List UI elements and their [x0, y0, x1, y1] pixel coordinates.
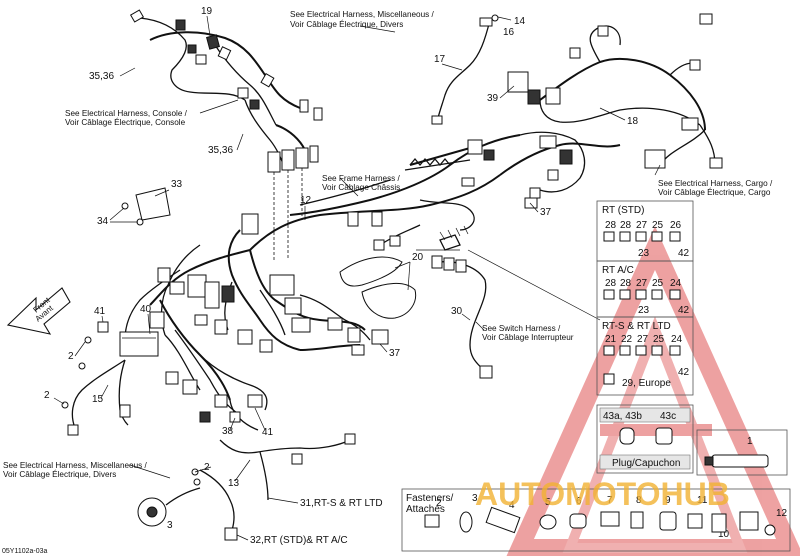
- svg-text:21: 21: [605, 334, 617, 345]
- fasteners-panel: Fasteners/ Attaches 2 3 4 5 6 7 8 9 10 1…: [401, 488, 791, 552]
- svg-text:24: 24: [671, 334, 683, 345]
- panel-rt-std-title: RT (STD): [602, 205, 644, 216]
- ref-switch-2: Voir Câblage Interrupteur: [482, 333, 574, 342]
- reference-notes: See Electrical Harness, Miscellaneous / …: [3, 10, 773, 479]
- svg-text:26: 26: [670, 220, 682, 231]
- label-32: 32,RT (STD)& RT A/C: [250, 535, 348, 546]
- label-35-36-mid: 35,36: [208, 145, 233, 156]
- label-30: 30: [451, 306, 463, 317]
- fastener-12: 12: [776, 508, 788, 519]
- label-14: 14: [514, 16, 526, 27]
- svg-text:25: 25: [652, 278, 664, 289]
- connector-bank: [409, 157, 451, 167]
- svg-text:27: 27: [637, 334, 649, 345]
- panel-rt-std-top-numbers: 28 28 27 25 26: [605, 220, 682, 231]
- panel-rt-ac-42: 42: [678, 305, 690, 316]
- label-19: 19: [201, 6, 213, 17]
- svg-text:27: 27: [636, 278, 648, 289]
- label-20: 20: [412, 252, 424, 263]
- ref-misc-top-2: Voir Câblage Électrique, Divers: [290, 19, 403, 29]
- ref-misc-top-1: See Electrical Harness, Miscellaneous /: [290, 10, 435, 19]
- fastener-10: 10: [718, 529, 730, 540]
- svg-text:28: 28: [620, 220, 632, 231]
- main-harness: [61, 9, 723, 541]
- panel-rt-ac-title: RT A/C: [602, 265, 634, 276]
- fastener-8: 8: [636, 495, 642, 506]
- panel-rt-s-42: 42: [678, 367, 690, 378]
- fastener-2: 2: [436, 498, 442, 509]
- label-35-36-top: 35,36: [89, 71, 114, 82]
- ref-switch-1: See Switch Harness /: [482, 324, 561, 333]
- label-33: 33: [171, 179, 183, 190]
- ref-frame-2: Voir Câblage Châssis: [322, 183, 400, 192]
- variant-panels: RT (STD) 28 28 27 25 26 23 42 RT A/C 28 …: [596, 200, 788, 476]
- svg-text:28: 28: [620, 278, 632, 289]
- svg-text:25: 25: [652, 220, 664, 231]
- label-40: 40: [140, 304, 152, 315]
- svg-text:28: 28: [605, 220, 617, 231]
- label-31: 31,RT-S & RT LTD: [300, 498, 383, 509]
- front-arrow: Front Avant: [6, 287, 71, 335]
- ref-cargo-1: See Electrical Harness, Cargo /: [658, 179, 773, 188]
- label-38: 38: [222, 426, 234, 437]
- fastener-7: 7: [607, 495, 613, 506]
- panel-rt-std-23: 23: [638, 248, 650, 259]
- fastener-11: 11: [697, 495, 708, 506]
- panel-rt-s-title: RT-S & RT LTD: [602, 321, 671, 332]
- grease-number: 1: [747, 436, 753, 447]
- ref-console-1: See Electrical Harness, Console /: [65, 109, 188, 118]
- plug-caption: Plug/Capuchon: [612, 458, 680, 469]
- label-41-left: 41: [94, 306, 106, 317]
- label-41-bottom: 41: [262, 427, 274, 438]
- label-13: 13: [228, 478, 240, 489]
- fastener-3: 3: [472, 493, 478, 504]
- label-37-top: 37: [540, 207, 552, 218]
- panel-rt-s-top-numbers: 21 22 27 25 24: [605, 334, 683, 345]
- svg-text:28: 28: [605, 278, 617, 289]
- panel-rt-ac-23: 23: [638, 305, 650, 316]
- svg-text:24: 24: [670, 278, 682, 289]
- svg-text:22: 22: [621, 334, 633, 345]
- ref-frame-1: See Frame Harness /: [322, 174, 401, 183]
- plug-label-43c: 43c: [660, 411, 676, 422]
- plug-label-43ab: 43a, 43b: [603, 411, 642, 422]
- label-3: 3: [167, 520, 173, 531]
- fastener-5: 5: [545, 497, 551, 508]
- svg-text:25: 25: [653, 334, 665, 345]
- label-39: 39: [487, 93, 499, 104]
- label-16: 16: [503, 27, 515, 38]
- ref-misc-bottom-2: Voir Câblage Électrique, Divers: [3, 469, 116, 479]
- watermark-text: AUTOMOTOHUB: [475, 476, 730, 512]
- part-labels: 19 14 16 17 39 18 35,36 35,36 33 34 12 3…: [44, 6, 639, 546]
- fastener-9: 9: [665, 495, 671, 506]
- fastener-6: 6: [576, 496, 582, 507]
- label-15: 15: [92, 394, 104, 405]
- label-12: 12: [300, 195, 312, 206]
- label-2-c: 2: [204, 462, 210, 473]
- label-2-a: 2: [68, 351, 74, 362]
- label-18: 18: [627, 116, 639, 127]
- ref-cargo-2: Voir Câblage Électrique, Cargo: [658, 187, 771, 197]
- label-2-b: 2: [44, 390, 50, 401]
- svg-text:27: 27: [636, 220, 648, 231]
- drawing-id: 05Y1102a-03a: [2, 548, 48, 555]
- panel-rt-std-42: 42: [678, 248, 690, 259]
- ref-console-2: Voir Câblage Électrique, Console: [65, 117, 186, 127]
- fasteners-title-1: Fasteners/: [406, 493, 453, 504]
- fasteners-title-2: Attaches: [406, 504, 445, 515]
- ref-misc-bottom-1: See Electrical Harness, Miscellaneous /: [3, 461, 148, 470]
- label-34: 34: [97, 216, 109, 227]
- label-17: 17: [434, 54, 446, 65]
- panel-rt-ac-top-numbers: 28 28 27 25 24: [605, 278, 682, 289]
- fastener-4: 4: [509, 500, 515, 511]
- label-37-bottom: 37: [389, 348, 401, 359]
- leader-lines: [53, 15, 661, 541]
- panel-rt-s-note: 29, Europe: [622, 378, 671, 389]
